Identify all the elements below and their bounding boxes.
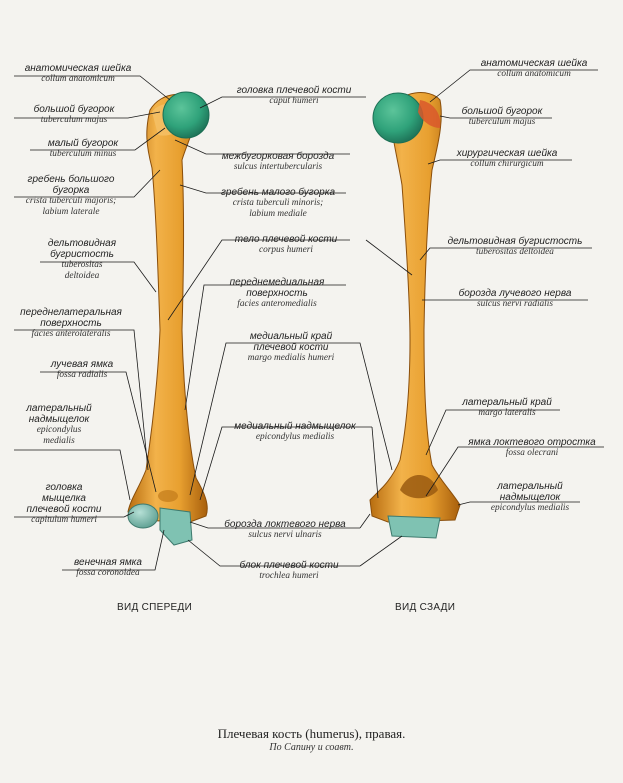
- label-russian: малый бугорок: [47, 138, 119, 149]
- label-latin: tuberculum minus: [49, 149, 117, 159]
- label-russian: головка мыщелка плечевой кости: [26, 482, 102, 515]
- label-russian: венечная ямка: [74, 557, 142, 568]
- label-russian: дельтовидная бугристость: [47, 238, 117, 260]
- label-russian: дельтовидная бугристость: [447, 236, 583, 247]
- label-latin: sulcus nervi radialis: [477, 299, 553, 309]
- label-russian: переднелатеральная поверхность: [20, 307, 122, 329]
- back-bone-body: [369, 92, 461, 523]
- label-russian: борозда лучевого нерва: [458, 288, 572, 299]
- figure-caption: Плечевая кость (humerus), правая.: [217, 726, 406, 741]
- label-russian: латеральный надмыщелок: [497, 481, 563, 503]
- label-russian: переднемедиальная поверхность: [229, 277, 325, 299]
- label-russian: медиальный надмыщелок: [234, 421, 356, 432]
- label-latin: trochlea humeri: [259, 571, 319, 581]
- label-russian: анатомическая шейка: [480, 58, 588, 69]
- label-latin: sulcus intertubercularis: [233, 162, 323, 172]
- label-latin: sulcus nervi ulnaris: [248, 530, 322, 540]
- label-latin: facies anterolateralis: [31, 329, 111, 339]
- label-latin: collum anatomicum: [497, 69, 571, 79]
- front-trochlea: [159, 507, 193, 546]
- label-russian: гребень большого бугорка: [27, 174, 115, 196]
- front-fossa: [158, 490, 178, 502]
- label-russian: межбугорковая борозда: [221, 151, 335, 162]
- label-russian: латеральный край: [462, 397, 552, 408]
- label-latin: tuberculum majus: [40, 115, 108, 125]
- label-latin: epicondylus medialis: [490, 503, 570, 513]
- label-latin: crista tuberculi majoris; labium lateral…: [25, 196, 117, 217]
- label-latin: capitulum humeri: [31, 515, 97, 525]
- back-tubercle: [418, 100, 441, 128]
- label-russian: большой бугорок: [461, 106, 543, 117]
- label-latin: collum anatomicum: [41, 74, 115, 84]
- front-view-label: ВИД СПЕРЕДИ: [117, 602, 193, 613]
- front-humerus: [127, 91, 210, 546]
- label-russian: лучевая ямка: [50, 359, 114, 370]
- label-latin: margo medialis humeri: [247, 353, 335, 363]
- label-russian: тело плечевой кости: [234, 234, 338, 245]
- label-latin: fossa olecrani: [505, 448, 559, 458]
- leader-lines: [14, 69, 604, 571]
- label-latin: epicondylus medialis: [255, 432, 335, 442]
- label-latin: fossa coronoidea: [76, 568, 140, 578]
- front-head: [162, 91, 210, 139]
- label-latin: tuberositas deltoidea: [476, 247, 554, 257]
- label-russian: анатомическая шейка: [24, 63, 132, 74]
- back-trochlea: [387, 515, 441, 539]
- back-head: [372, 92, 424, 144]
- label-latin: fossa radialis: [56, 370, 108, 380]
- front-capitulum: [127, 503, 159, 529]
- label-russian: латеральный надмыщелок: [26, 403, 92, 425]
- back-view-label: ВИД СЗАДИ: [395, 602, 456, 613]
- label-russian: ямка локтевого отростка: [468, 437, 596, 448]
- label-latin: tuberculum majus: [468, 117, 536, 127]
- label-russian: большой бугорок: [33, 104, 115, 115]
- label-latin: epicondylus medialis: [36, 425, 82, 446]
- front-bone-body: [127, 93, 208, 523]
- label-russian: хирургическая шейка: [456, 148, 558, 159]
- label-latin: collum chirurgicum: [470, 159, 544, 169]
- label-russian: головка плечевой кости: [236, 85, 352, 96]
- label-latin: caput humeri: [269, 96, 319, 106]
- label-latin: tuberositas deltoidea: [61, 260, 103, 281]
- label-russian: медиальный край плечевой кости: [249, 331, 333, 353]
- label-latin: facies anteromedialis: [237, 299, 317, 309]
- label-latin: crista tuberculi minoris; labium mediale: [232, 198, 324, 219]
- label-russian: гребень малого бугорка: [220, 187, 336, 198]
- figure-source: По Сапину и соавт.: [269, 742, 354, 753]
- label-latin: corpus humeri: [259, 245, 313, 255]
- label-russian: борозда локтевого нерва: [224, 519, 346, 530]
- label-russian: блок плечевой кости: [239, 560, 339, 571]
- label-latin: margo lateralis: [478, 408, 536, 418]
